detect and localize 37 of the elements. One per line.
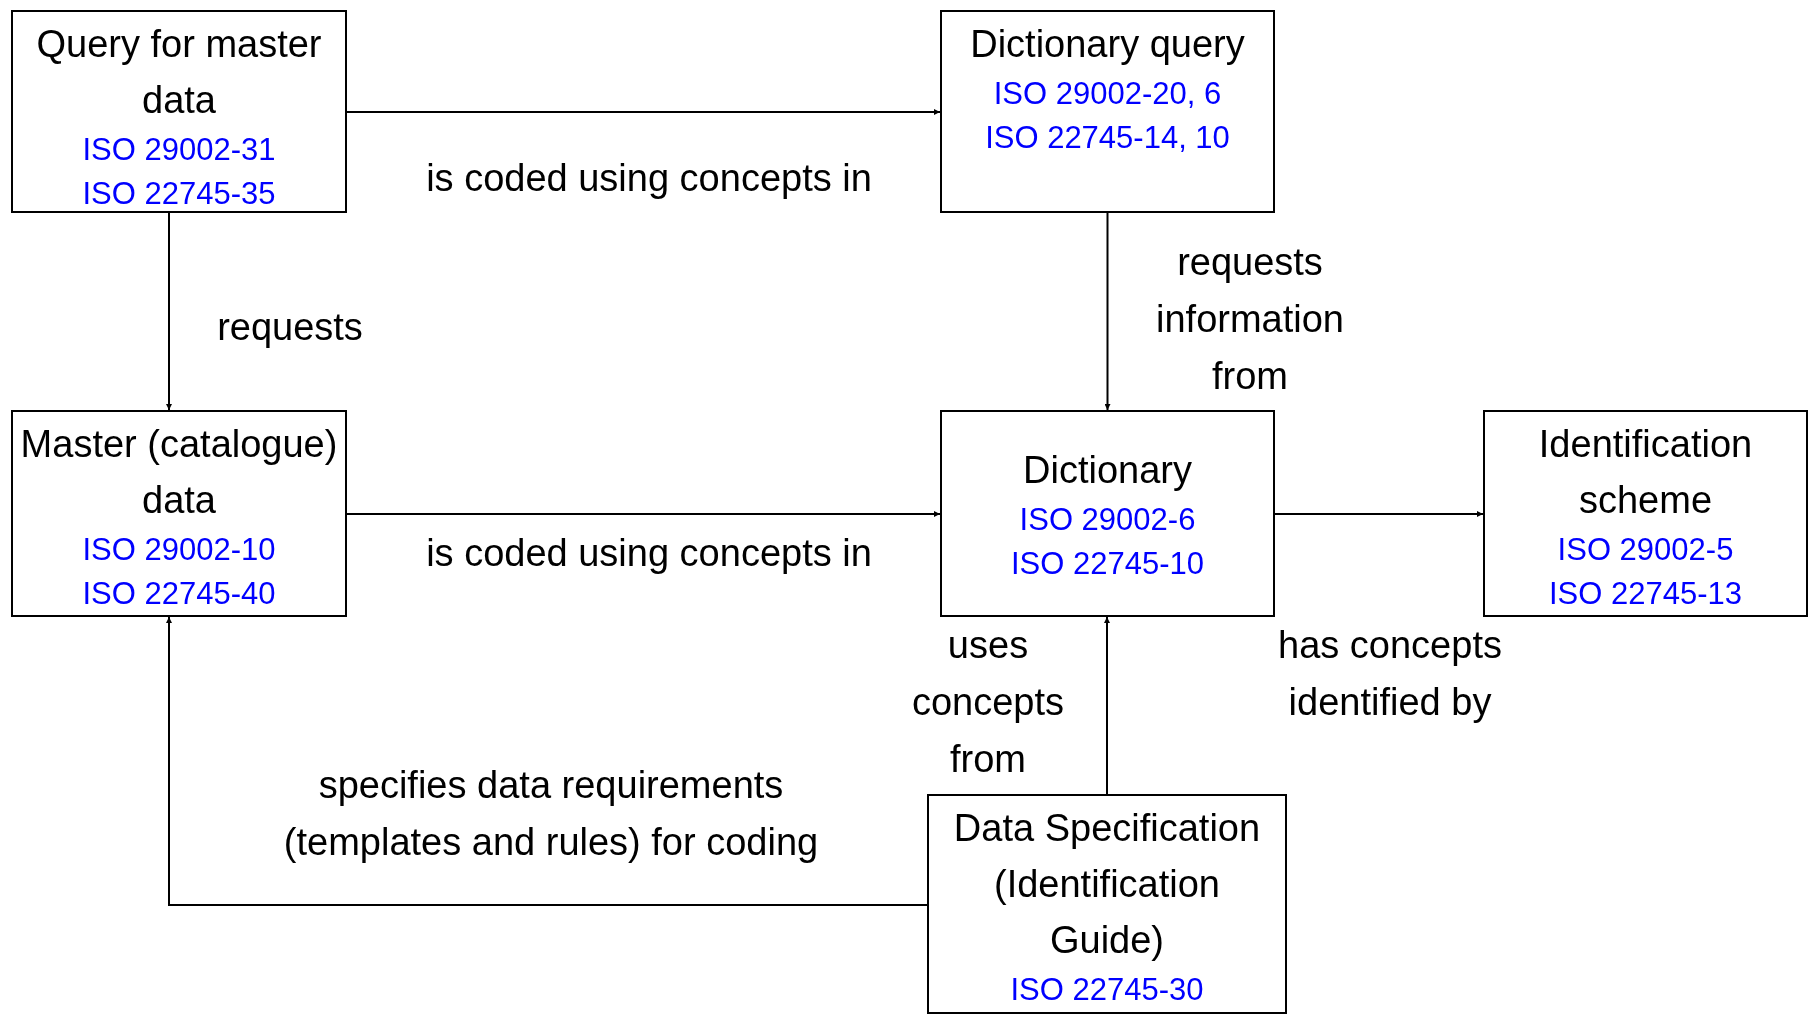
- arrow: [166, 212, 172, 411]
- standard-reference: ISO 22745-14, 10: [985, 119, 1230, 157]
- process-box: [927, 794, 1287, 1014]
- standard-reference: ISO 29002-20, 6: [993, 75, 1222, 113]
- process-box: [11, 10, 347, 213]
- edge-label: is coded using concepts in: [425, 530, 873, 576]
- box-title: Master (catalogue) data: [19, 422, 339, 523]
- standard-reference: ISO 22745-35: [82, 175, 276, 213]
- standard-reference: ISO 22745-13: [1549, 575, 1742, 613]
- process-box: [940, 410, 1275, 617]
- arrow: [1104, 616, 1110, 795]
- standard-reference: ISO 29002-31: [82, 131, 276, 169]
- edge-label: is coded using concepts in: [425, 155, 873, 201]
- edge-label: requests: [216, 304, 364, 350]
- arrow: [346, 511, 941, 517]
- standard-reference: ISO 22745-10: [1011, 544, 1204, 583]
- box-title: Dictionary: [1023, 447, 1192, 493]
- edge-label: specifies data requirements (templates and rules) for coding: [282, 763, 820, 865]
- process-box: [940, 10, 1275, 213]
- arrow: [1104, 212, 1111, 411]
- edge-label: has concepts identified by: [1277, 623, 1503, 725]
- standard-reference: ISO 22745-40: [82, 575, 276, 613]
- box-title: Dictionary query: [970, 22, 1245, 67]
- standard-reference: ISO 22745-30: [1010, 971, 1204, 1009]
- box-title: Query for master data: [35, 22, 323, 123]
- box-title: Identification scheme: [1537, 422, 1754, 523]
- process-box: [11, 410, 347, 617]
- standard-reference: ISO 29002-10: [82, 531, 276, 569]
- arrow: [166, 616, 928, 906]
- standard-reference: ISO 29002-5: [1557, 531, 1734, 569]
- edge-label: requests information from: [1155, 239, 1345, 399]
- process-box: [1483, 410, 1808, 617]
- arrow: [346, 109, 941, 115]
- box-title: Data Specification (Identification Guide): [952, 806, 1262, 963]
- standard-reference: ISO 29002-6: [1019, 500, 1196, 539]
- arrow: [1274, 511, 1484, 517]
- edge-label: uses concepts from: [910, 622, 1066, 782]
